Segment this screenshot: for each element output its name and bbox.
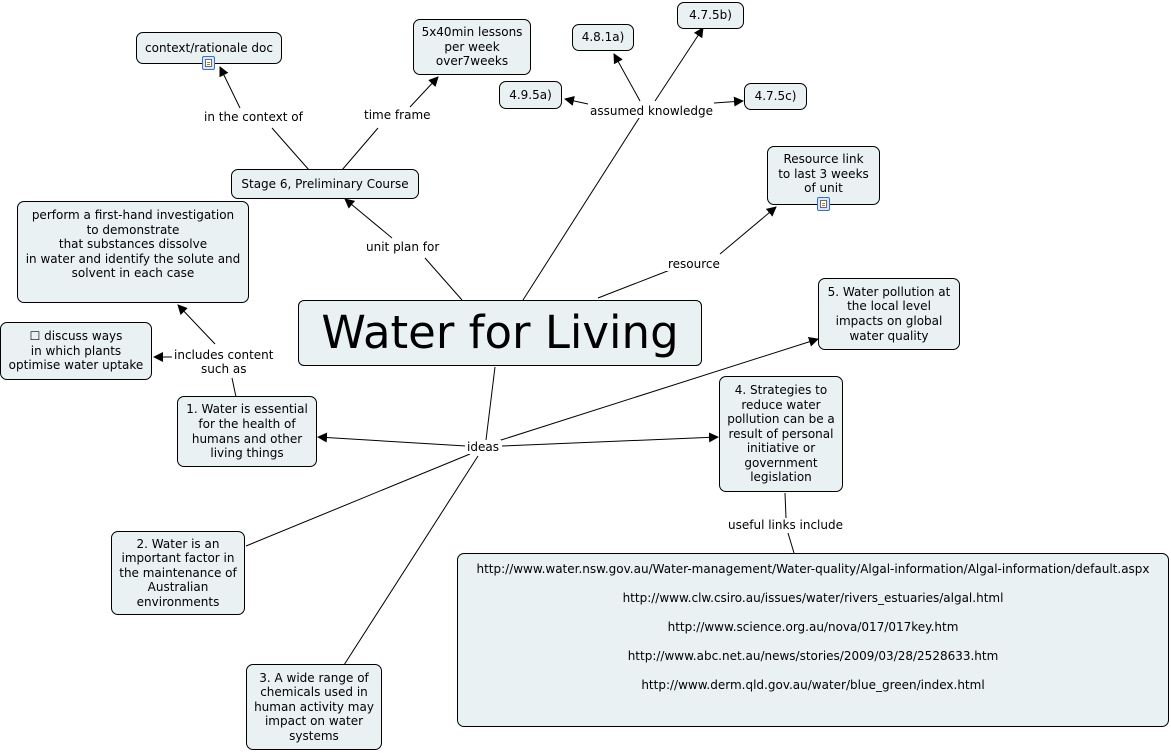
stage6-node[interactable]: Stage 6, Preliminary Course <box>231 169 419 199</box>
link-science-org[interactable]: http://www.science.org.au/nova/017/017ke… <box>667 620 959 634</box>
edge-central-unitplan <box>424 257 463 301</box>
idea-5-node[interactable]: 5. Water pollution at the local level im… <box>818 278 960 350</box>
edge-ideas-idea1 <box>317 432 467 447</box>
plants-node[interactable]: ☐ discuss ways in which plants optimise … <box>0 322 152 380</box>
idea-2-node[interactable]: 2. Water is an important factor in the m… <box>111 531 245 615</box>
edge-assumed-495a <box>564 96 589 106</box>
edge-assumed-475c <box>713 96 744 107</box>
link-abc-news[interactable]: http://www.abc.net.au/news/stories/2009/… <box>627 649 999 663</box>
link-derm-qld[interactable]: http://www.derm.qld.gov.au/water/blue_gr… <box>641 678 985 692</box>
idea-1-node[interactable]: 1. Water is essential for the health of … <box>177 396 317 467</box>
document-icon[interactable] <box>817 197 830 211</box>
label-assumed-knowledge: assumed knowledge <box>588 104 716 118</box>
edge-assumed-475b <box>654 27 704 102</box>
edge-resource-link <box>719 206 777 255</box>
edge-ideas-idea2 <box>245 453 471 547</box>
edge-ideas-idea4 <box>501 432 719 447</box>
lessons-node[interactable]: 5x40min lessons per week over7weeks <box>413 19 531 75</box>
edge-idea1-includes <box>231 377 237 398</box>
label-unit-plan-for: unit plan for <box>364 240 442 254</box>
knowledge-4-8-1a-node[interactable]: 4.8.1a) <box>572 24 634 51</box>
edge-context-doc <box>219 66 241 109</box>
edge-assumed-481a <box>613 53 641 102</box>
idea-4-node[interactable]: 4. Strategies to reduce water pollution … <box>719 376 843 492</box>
edge-timeframe-lessons <box>409 76 439 108</box>
label-in-the-context-of: in the context of <box>202 110 305 124</box>
edge-idea4-useful <box>784 492 787 519</box>
useful-links-node[interactable]: http://www.water.nsw.gov.au/Water-manage… <box>457 553 1169 727</box>
edge-stage6-timeframe <box>341 127 379 171</box>
edge-central-resource <box>597 269 671 299</box>
label-ideas: ideas <box>465 440 501 454</box>
edge-central-ideas <box>485 366 496 441</box>
resource-link-node[interactable]: Resource link to last 3 weeks of unit <box>767 146 880 205</box>
edge-central-assumed <box>522 103 649 301</box>
idea-3-node[interactable]: 3. A wide range of chemicals used in hum… <box>246 664 382 750</box>
edge-ideas-idea3 <box>343 455 479 666</box>
label-useful-links-include: useful links include <box>726 518 845 532</box>
knowledge-4-7-5c-node[interactable]: 4.7.5c) <box>744 83 807 110</box>
edge-stage6-context <box>271 127 310 171</box>
edge-useful-links <box>787 532 795 554</box>
link-clw-csiro[interactable]: http://www.clw.csiro.au/issues/water/riv… <box>622 591 1004 605</box>
investigation-node[interactable]: perform a first-hand investigation to de… <box>17 201 249 303</box>
knowledge-4-9-5a-node[interactable]: 4.9.5a) <box>499 81 562 109</box>
central-topic-node[interactable]: Water for Living <box>298 300 702 366</box>
label-includes-content: includes content such as <box>172 348 276 376</box>
label-time-frame: time frame <box>362 108 433 122</box>
edge-includes-investigation <box>177 304 216 345</box>
label-resource: resource <box>666 257 722 271</box>
edge-unitplan-stage6 <box>344 198 393 239</box>
link-water-nsw[interactable]: http://www.water.nsw.gov.au/Water-manage… <box>476 562 1150 576</box>
edge-ideas-idea5 <box>497 336 819 442</box>
context-doc-node[interactable]: context/rationale doc <box>136 32 282 64</box>
document-icon[interactable] <box>202 56 215 70</box>
knowledge-4-7-5b-node[interactable]: 4.7.5b) <box>677 2 744 29</box>
